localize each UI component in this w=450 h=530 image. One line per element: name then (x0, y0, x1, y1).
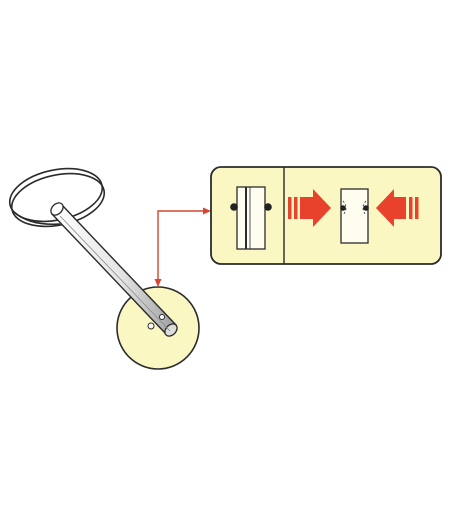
split-ring-icon (8, 167, 106, 228)
ball-detent-pin-retracted-view-icon (340, 188, 369, 244)
arrow-right-icon (288, 189, 331, 227)
detail-connector-arrow (154, 207, 211, 287)
quick-release-pin-icon (50, 202, 178, 337)
arrow-left-icon (376, 189, 419, 227)
ball-detent-pin-side-view-icon (230, 186, 272, 250)
pin-tip-detail-disc (116, 286, 200, 370)
ball-lock-detail-panel (210, 166, 442, 265)
